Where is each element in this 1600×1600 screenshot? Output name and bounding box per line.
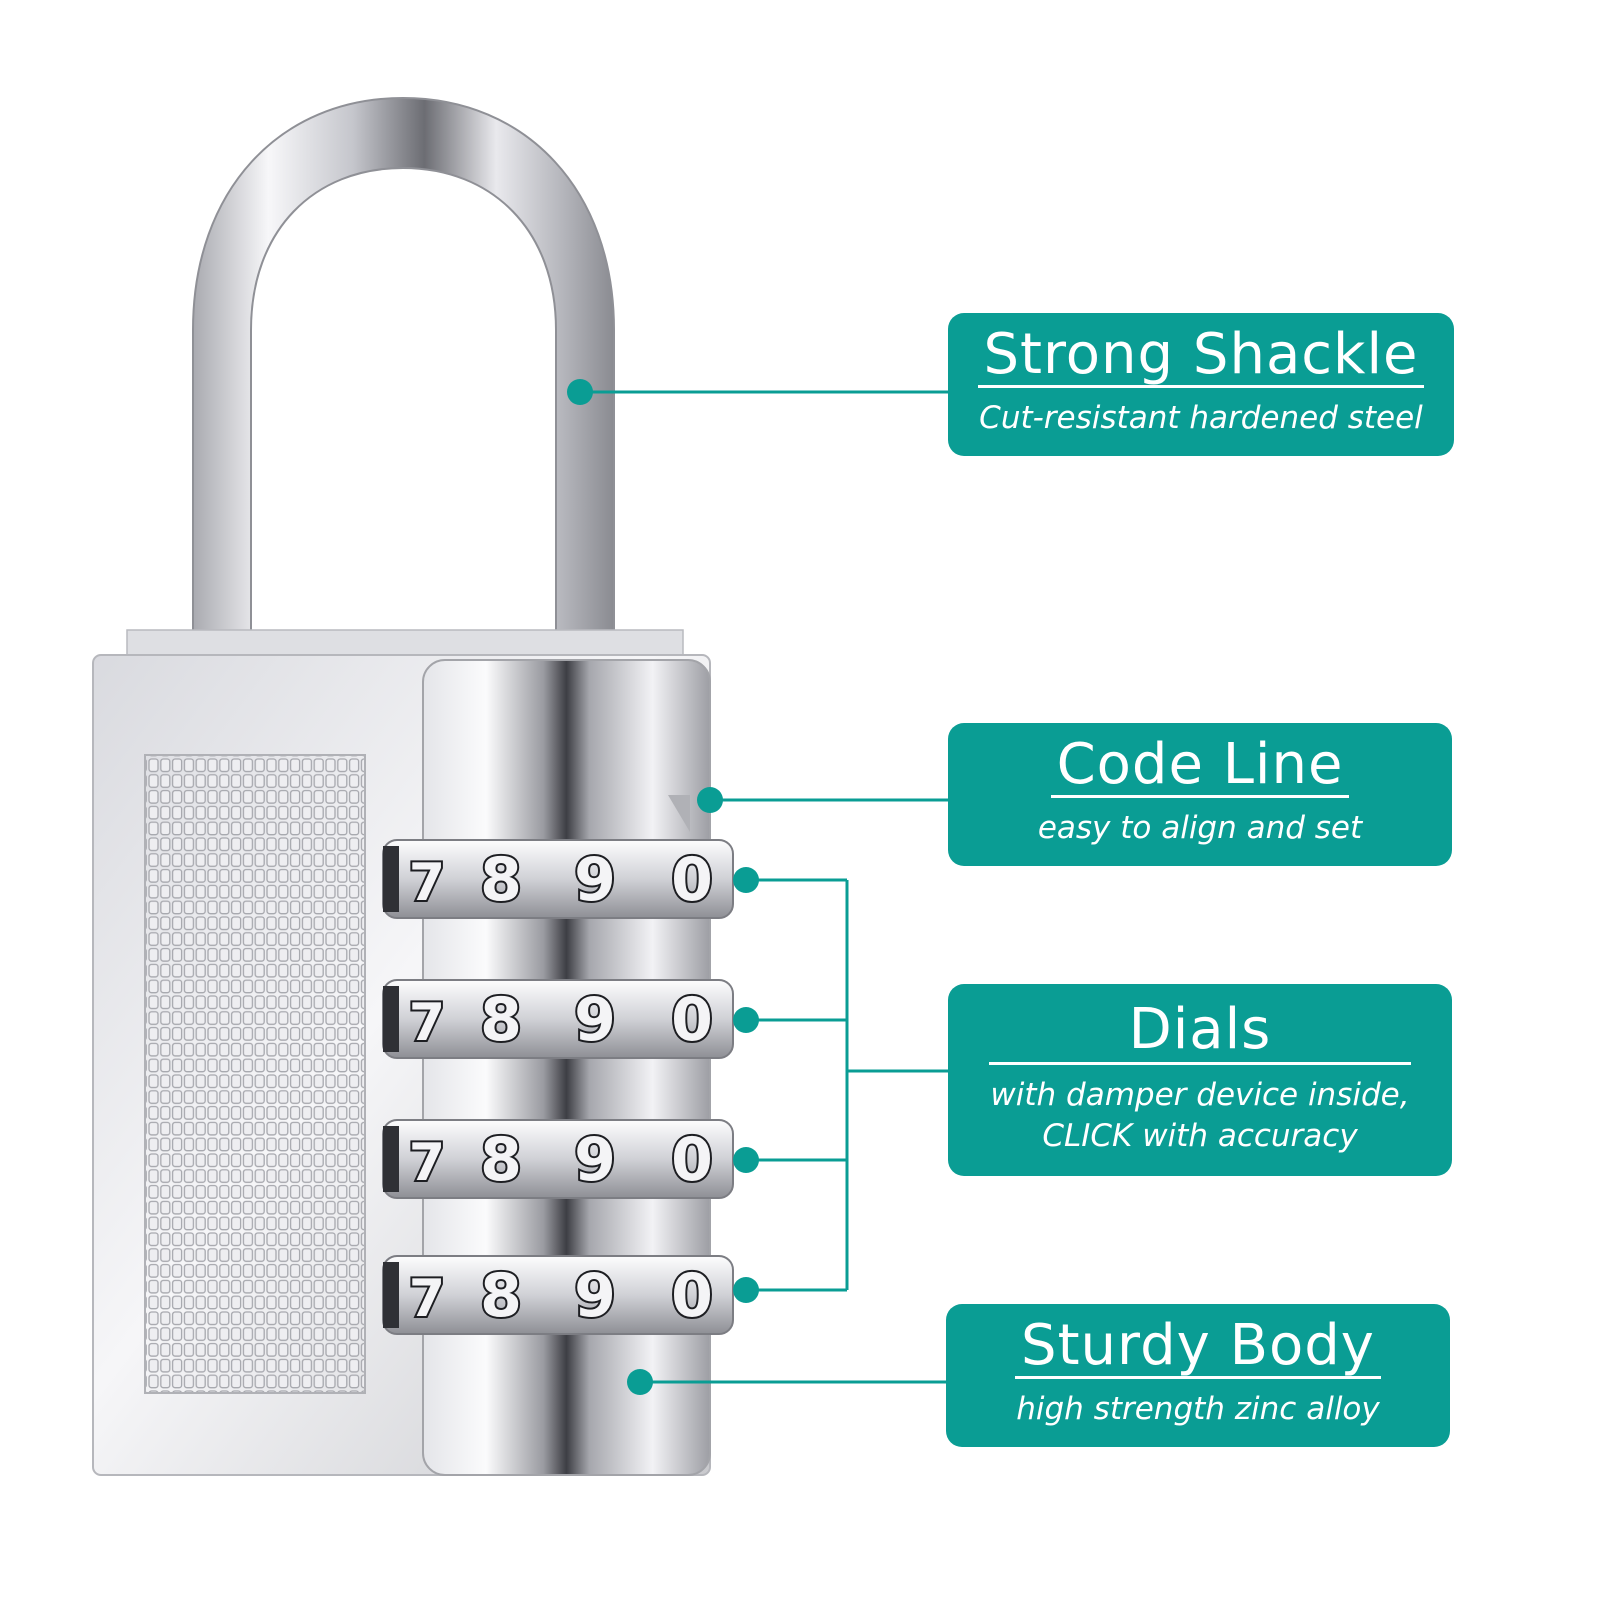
callout-title: Dials bbox=[988, 1002, 1412, 1065]
dial-digit: 0 bbox=[671, 1261, 713, 1331]
callout-code-line: Code Line easy to align and set bbox=[948, 723, 1452, 866]
callout-sturdy-body: Sturdy Body high strength zinc alloy bbox=[946, 1304, 1450, 1447]
callout-subtitle: Cut-resistant hardened steel bbox=[979, 400, 1423, 436]
callout-subtitle: high strength zinc alloy bbox=[1016, 1391, 1380, 1427]
pointer-dot-icon bbox=[567, 379, 593, 405]
dial-digit: 7 bbox=[409, 1133, 445, 1193]
pointer-dot-icon bbox=[733, 867, 759, 893]
callout-dials: Dials with damper device inside, CLICK w… bbox=[948, 984, 1452, 1176]
dial-digit: 0 bbox=[671, 985, 713, 1055]
dial-digit: 8 bbox=[480, 845, 522, 915]
callout-subtitle: easy to align and set bbox=[1037, 810, 1363, 846]
callout-title: Strong Shackle bbox=[977, 327, 1425, 388]
dial-digit: 0 bbox=[671, 845, 713, 915]
dial-digit: 8 bbox=[480, 1261, 522, 1331]
shackle bbox=[192, 96, 615, 641]
dial-digit: 7 bbox=[409, 1269, 445, 1329]
pointer-dot-icon bbox=[697, 787, 723, 813]
dial-digit: 9 bbox=[574, 845, 616, 915]
grip-texture-panel bbox=[144, 754, 366, 1394]
dial-digit: 7 bbox=[409, 853, 445, 913]
code-line-mark bbox=[668, 795, 690, 832]
dial-digit: 0 bbox=[671, 1125, 713, 1195]
callout-title: Sturdy Body bbox=[1015, 1318, 1381, 1379]
callout-subtitle-line-2: CLICK with accuracy bbox=[1042, 1117, 1358, 1154]
dial-digit: 9 bbox=[574, 985, 616, 1055]
dial-digit: 9 bbox=[574, 1125, 616, 1195]
dial-digit: 8 bbox=[480, 1125, 522, 1195]
callout-title: Code Line bbox=[1050, 737, 1350, 798]
pointer-dot-icon bbox=[733, 1277, 759, 1303]
pointer-dot-icon bbox=[627, 1369, 653, 1395]
dial-digit: 8 bbox=[480, 985, 522, 1055]
callout-subtitle-line-1: with damper device inside, bbox=[990, 1077, 1410, 1113]
callout-strong-shackle: Strong Shackle Cut-resistant hardened st… bbox=[948, 313, 1454, 456]
dial-digit: 7 bbox=[409, 993, 445, 1053]
dials-bracket bbox=[746, 878, 948, 1292]
pointer-dot-icon bbox=[733, 1007, 759, 1033]
dial-cylinder bbox=[422, 659, 711, 1476]
dial-digit: 9 bbox=[574, 1261, 616, 1331]
pointer-dot-icon bbox=[733, 1147, 759, 1173]
